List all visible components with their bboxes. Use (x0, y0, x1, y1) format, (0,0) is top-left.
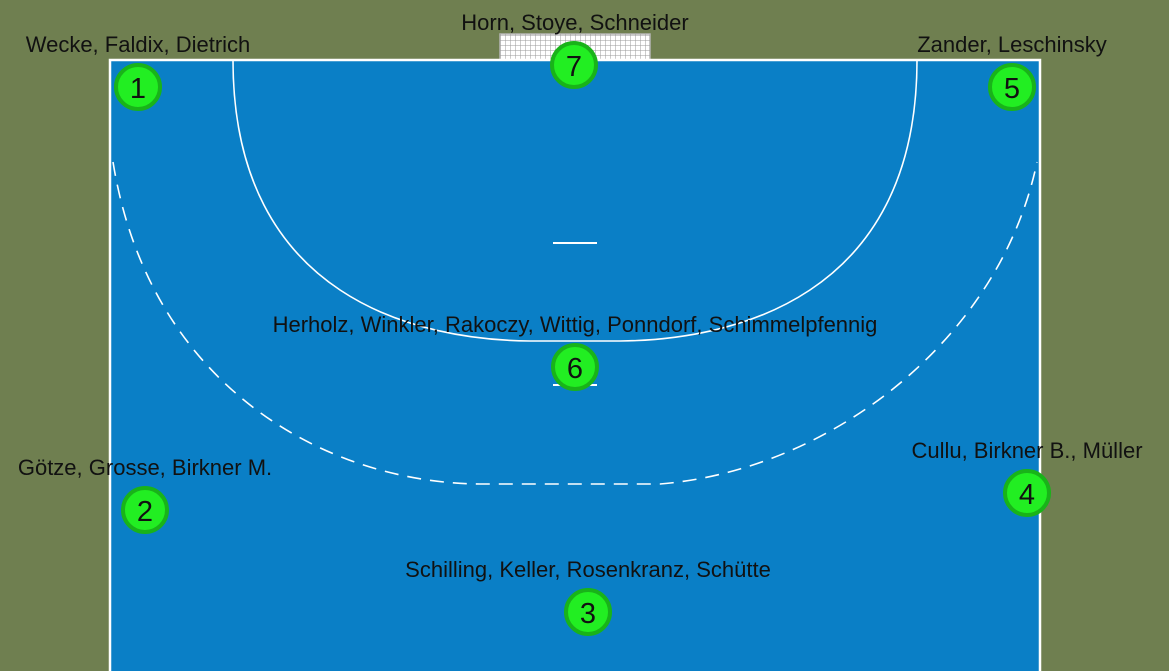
position-3-number: 3 (580, 598, 596, 630)
position-6-label: Herholz, Winkler, Rakoczy, Wittig, Ponnd… (273, 312, 878, 337)
position-2-number: 2 (137, 496, 153, 528)
position-4-marker[interactable]: 4 (1003, 469, 1051, 517)
position-5-label: Zander, Leschinsky (917, 32, 1107, 57)
position-2-marker[interactable]: 2 (121, 486, 169, 534)
position-6-marker[interactable]: 6 (551, 343, 599, 391)
position-4-number: 4 (1019, 479, 1035, 511)
position-2-label: Götze, Grosse, Birkner M. (18, 455, 272, 480)
position-4-label: Cullu, Birkner B., Müller (911, 438, 1142, 463)
position-5-number: 5 (1004, 73, 1020, 105)
position-6-number: 6 (567, 353, 583, 385)
position-7-label: Horn, Stoye, Schneider (461, 10, 688, 35)
position-1-label: Wecke, Faldix, Dietrich (26, 32, 251, 57)
position-1-marker[interactable]: 1 (114, 63, 162, 111)
free-throw-line (112, 161, 1038, 485)
position-7-marker[interactable]: 7 (550, 41, 598, 89)
position-1-number: 1 (130, 73, 146, 105)
position-3-marker[interactable]: 3 (564, 588, 612, 636)
position-7-number: 7 (566, 51, 582, 83)
position-3-label: Schilling, Keller, Rosenkranz, Schütte (405, 557, 771, 582)
goal-area-arc (232, 59, 918, 342)
position-5-marker[interactable]: 5 (988, 63, 1036, 111)
